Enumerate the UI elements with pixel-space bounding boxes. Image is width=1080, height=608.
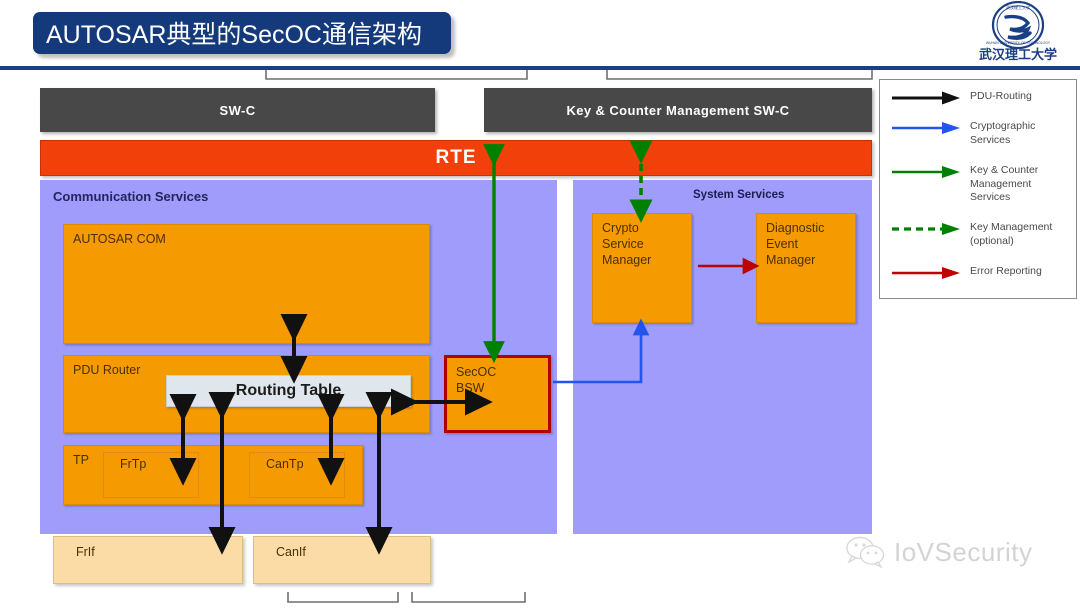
legend-panel: PDU-Routing Cryptographic Services Key &…: [879, 79, 1077, 299]
svg-text:武汉理工大学: 武汉理工大学: [979, 47, 1057, 62]
wechat-icon: [846, 536, 885, 568]
legend-item-label: Error Reporting: [970, 265, 1042, 277]
crypto-service-manager-label: Crypto Service Manager: [602, 221, 652, 267]
watermark-text: IoVSecurity: [894, 536, 1033, 567]
legend-item: PDU-Routing: [890, 90, 1032, 105]
top-bracket-left: [265, 70, 528, 80]
frtp-label: FrTp: [120, 457, 147, 471]
pdu-router-label: PDU Router: [73, 363, 141, 377]
routing-table-label: Routing Table: [235, 382, 342, 399]
legend-item: Key Management (optional): [890, 221, 1052, 248]
swc-box-key-counter-management[interactable]: Key & Counter Management SW-C: [484, 88, 872, 132]
autosar-com-label: AUTOSAR COM: [73, 232, 166, 246]
legend-item: Key & Counter Management Services: [890, 164, 1038, 205]
diagnostic-event-manager-module[interactable]: Diagnostic Event Manager: [756, 213, 856, 323]
key-management-optional-arrow-icon: [892, 223, 960, 235]
legend-item: Cryptographic Services: [890, 120, 1035, 147]
crypto-service-manager-module[interactable]: Crypto Service Manager: [592, 213, 692, 323]
svg-text:武汉理工大学: 武汉理工大学: [1006, 4, 1030, 10]
cantp-label: CanTp: [266, 457, 304, 471]
canif-label: CanIf: [276, 545, 306, 559]
swc-box-application[interactable]: SW-C: [40, 88, 435, 132]
pdu-routing-arrow-icon: [892, 91, 960, 105]
wuhan-university-of-technology-logo: 武汉理工大学 WUHAN UNIVERSITY OF TECHNOLOGY 武汉…: [962, 0, 1074, 63]
system-services-label: System Services: [693, 189, 785, 201]
routing-table[interactable]: Routing Table: [166, 375, 411, 407]
legend-item-label: Key & Counter Management Services: [970, 164, 1039, 203]
rte-label: RTE: [435, 147, 477, 168]
diagnostic-event-manager-label: Diagnostic Event Manager: [766, 221, 825, 267]
cantp-module[interactable]: CanTp: [249, 452, 345, 498]
frif-module[interactable]: FrIf: [53, 536, 243, 584]
rte-bar[interactable]: RTE: [40, 140, 872, 176]
secoc-bsw-label: SecOC BSW: [456, 365, 497, 395]
key-counter-management-arrow-icon: [892, 166, 960, 178]
communication-services-label: Communication Services: [53, 189, 209, 204]
tp-label: TP: [73, 453, 89, 467]
top-bracket-right: [606, 70, 873, 80]
swc-box-key-counter-management-label: Key & Counter Management SW-C: [566, 102, 790, 118]
header-divider: [0, 66, 1080, 70]
frif-label: FrIf: [76, 545, 95, 559]
frtp-module[interactable]: FrTp: [103, 452, 199, 498]
error-reporting-arrow-icon: [892, 267, 960, 279]
bottom-bracket-left: [287, 592, 399, 603]
cryptographic-services-arrow-icon: [892, 122, 960, 134]
autosar-com-module[interactable]: AUTOSAR COM: [63, 224, 430, 344]
legend-item-label: Key Management (optional): [970, 221, 1053, 247]
page-title: AUTOSAR典型的SecOC通信架构: [33, 12, 451, 54]
bottom-bracket-right: [411, 592, 526, 603]
canif-module[interactable]: CanIf: [253, 536, 431, 584]
legend-item-label: Cryptographic Services: [970, 120, 1036, 146]
swc-box-application-label: SW-C: [219, 102, 256, 118]
svg-text:WUHAN UNIVERSITY OF TECHNOLOGY: WUHAN UNIVERSITY OF TECHNOLOGY: [986, 41, 1051, 45]
secoc-bsw-module[interactable]: SecOC BSW: [444, 355, 551, 433]
watermark: IoVSecurity: [845, 536, 1032, 568]
page-title-text: AUTOSAR典型的SecOC通信架构: [46, 21, 422, 49]
legend-item: Error Reporting: [890, 265, 1042, 280]
legend-item-label: PDU-Routing: [970, 90, 1032, 102]
